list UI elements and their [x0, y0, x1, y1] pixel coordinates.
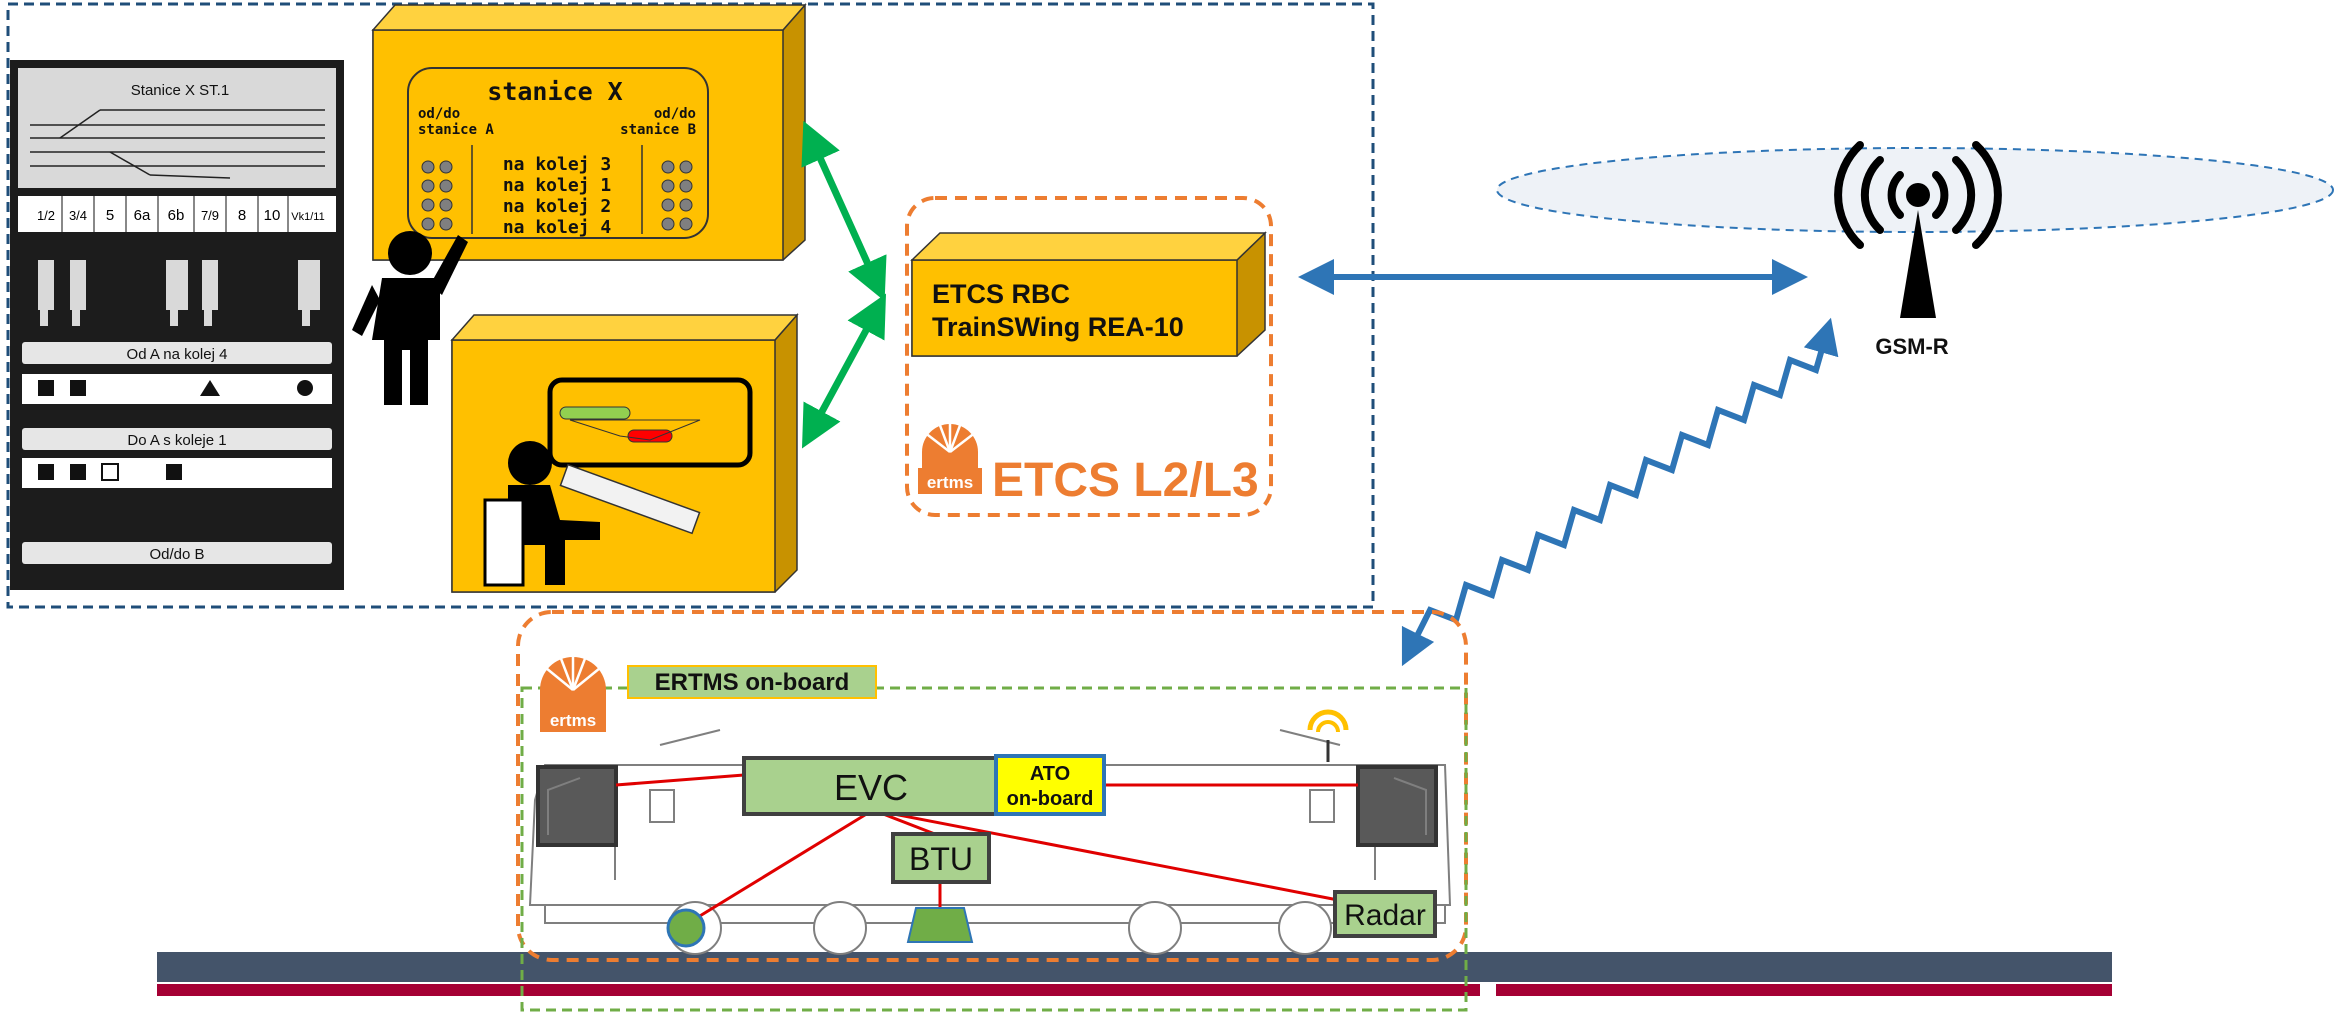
- workstation-console: [450, 313, 799, 593]
- console-buttons-right: [661, 160, 693, 231]
- seated-operator-icon: [483, 441, 600, 587]
- console-left-label-1: od/do: [418, 106, 460, 122]
- panel-route-2: Do A s koleje 1: [127, 432, 226, 449]
- panel-code: 8: [238, 207, 246, 224]
- etcs-level-region: [905, 196, 1273, 517]
- console-buttons-left: [421, 160, 453, 231]
- console-left-label-2: stanice A: [418, 122, 494, 138]
- odometry-sensor-icon: [666, 908, 706, 948]
- ato-label-2: on-board: [1007, 788, 1094, 810]
- rbc-box: ETCS RBC TrainSWing REA-10: [910, 231, 1267, 357]
- link-console-rbc: [801, 120, 887, 302]
- console-row: na kolej 3: [503, 154, 611, 175]
- balise-antenna-icon: [906, 907, 974, 943]
- panel-code: 10: [264, 207, 281, 224]
- train-antenna-icon: [1307, 709, 1349, 762]
- btu-label: BTU: [909, 841, 973, 877]
- evc-label: EVC: [834, 767, 908, 808]
- ato-label-1: ATO: [1030, 763, 1070, 785]
- panel-code-row: 1/2 3/4 5 6a 6b 7/9 8 10 Vk1/11: [37, 207, 325, 224]
- ato-unit: [994, 754, 1106, 816]
- cab-left: [536, 765, 618, 847]
- panel-code: Vk1/11: [291, 211, 324, 223]
- onboard-header: ERTMS on-board: [655, 669, 850, 696]
- panel-footer: Od/do B: [149, 546, 204, 563]
- panel-track-scheme: [30, 109, 325, 179]
- panel-code: 6b: [168, 207, 185, 224]
- console-title: stanice X: [487, 77, 622, 106]
- cab-right: [1356, 765, 1438, 847]
- ertms-logo-text: ertms: [927, 473, 973, 492]
- radar-label: Radar: [1344, 899, 1426, 932]
- console-right-label-2: stanice B: [620, 122, 696, 138]
- ertms-logo-icon: ertms: [918, 418, 982, 494]
- radar-unit: [1333, 890, 1437, 938]
- panel-levers: [38, 260, 320, 326]
- relay-panel: Stanice X ST.1 1/2 3/4 5 6a 6b 7/9 8 10 …: [10, 60, 344, 590]
- panel-code: 6a: [134, 207, 151, 224]
- link-workstation-rbc: [801, 293, 887, 449]
- track-rail: [157, 952, 2112, 982]
- console-row: na kolej 4: [503, 217, 612, 238]
- etcs-level-label: ETCS L2/L3: [992, 454, 1259, 507]
- radio-tower-icon: [1834, 141, 2002, 318]
- link-gsmr-train: [1401, 317, 1839, 667]
- gsmr-label: GSM-R: [1875, 334, 1948, 359]
- panel-code: 3/4: [69, 208, 87, 223]
- workstation-screen: [547, 377, 753, 468]
- track-sleeper-right: [1496, 984, 2112, 996]
- interlocking-region: [6, 2, 1375, 609]
- panel-route-1: Od A na kolej 4: [127, 346, 228, 363]
- track-sleeper-left: [157, 984, 1480, 996]
- keyboard-icon: [559, 463, 701, 535]
- panel-code: 7/9: [201, 208, 219, 223]
- etcs-onboard-region: [520, 686, 1468, 1012]
- console-row: na kolej 2: [503, 196, 611, 217]
- ertms-onboard-region: [516, 610, 1468, 962]
- rbc-label-1: ETCS RBC: [932, 279, 1070, 309]
- ertms-onboard-logo-icon: ertms: [540, 652, 606, 732]
- ertms-onboard-logo-text: ertms: [550, 711, 596, 730]
- panel-title: Stanice X ST.1: [131, 82, 229, 99]
- console-right-label-1: od/do: [654, 106, 696, 122]
- evc-unit: [742, 756, 1000, 816]
- rbc-label-2: TrainSWing REA-10: [932, 312, 1184, 342]
- panel-code: 5: [106, 207, 114, 224]
- panel-code: 1/2: [37, 208, 55, 223]
- btu-unit: [891, 832, 991, 884]
- standing-operator-icon: [352, 231, 468, 405]
- control-console: stanice X od/do stanice A od/do stanice …: [371, 3, 807, 261]
- console-row: na kolej 1: [503, 175, 611, 196]
